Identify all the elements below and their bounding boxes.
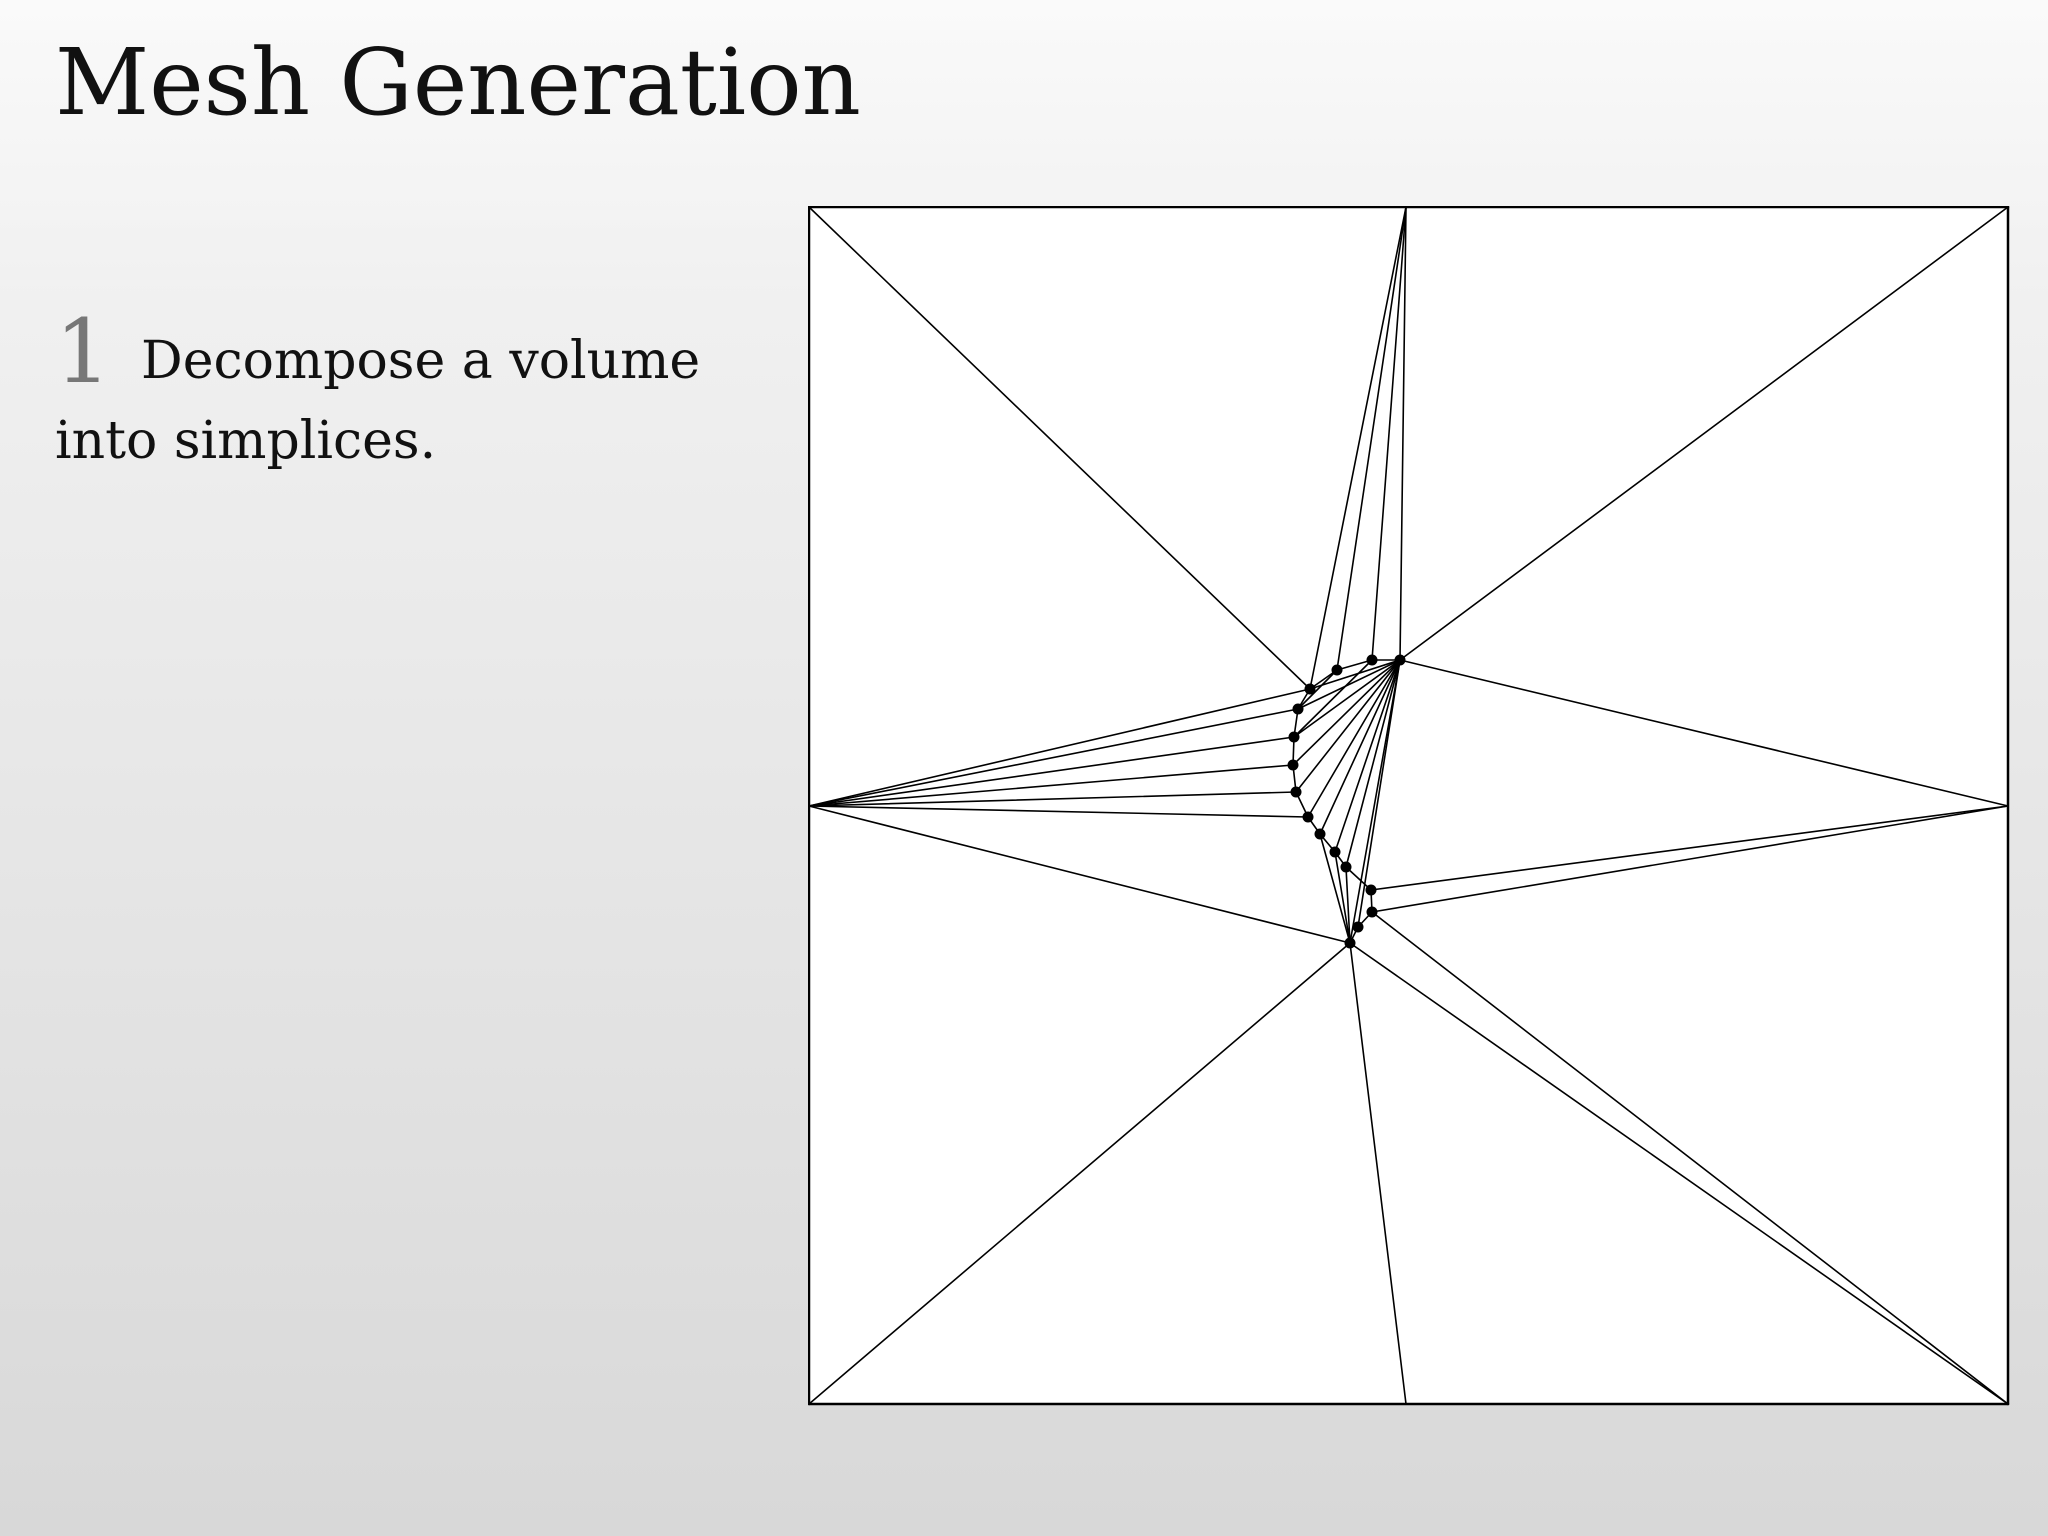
mesh-edge bbox=[1370, 805, 2009, 891]
mesh-edge bbox=[1293, 659, 1373, 738]
step-number: 1 bbox=[55, 300, 111, 403]
mesh-edge bbox=[1292, 659, 1401, 766]
mesh-edge bbox=[1345, 866, 1372, 891]
mesh-vertex bbox=[1302, 811, 1314, 823]
mesh-edge bbox=[1334, 659, 1401, 853]
mesh-edge bbox=[1319, 833, 1351, 944]
slide-title: Mesh Generation bbox=[55, 29, 861, 136]
mesh-edge bbox=[808, 805, 1309, 818]
mesh-edge bbox=[1399, 206, 2009, 661]
mesh-vertex bbox=[1394, 654, 1406, 666]
mesh-edge bbox=[808, 206, 1311, 690]
mesh-edge bbox=[1297, 659, 1401, 710]
mesh-edge bbox=[1399, 659, 2009, 807]
mesh-vertex bbox=[1288, 731, 1300, 743]
mesh-edge bbox=[808, 805, 1351, 944]
mesh-edge bbox=[1349, 942, 2009, 1405]
mesh-vertex bbox=[1287, 759, 1299, 771]
mesh-edge bbox=[808, 736, 1295, 807]
mesh-edge bbox=[808, 708, 1299, 807]
mesh-edge bbox=[1357, 659, 1401, 928]
mesh-edge bbox=[1309, 669, 1338, 690]
mesh-edge bbox=[1336, 659, 1373, 671]
mesh-edge bbox=[1371, 911, 2009, 1405]
mesh-edge bbox=[1309, 659, 1401, 690]
mesh-vertex bbox=[1314, 828, 1326, 840]
mesh-edge bbox=[1307, 659, 1401, 818]
step-text: Decompose a volume into simplices. bbox=[55, 331, 701, 471]
mesh-edge bbox=[1371, 805, 2009, 913]
mesh-edge bbox=[1319, 659, 1401, 835]
mesh-edge bbox=[1309, 206, 1407, 690]
mesh-vertex bbox=[1331, 664, 1343, 676]
mesh-edge bbox=[1349, 942, 1407, 1405]
mesh-edge bbox=[1371, 206, 1407, 661]
mesh-figure bbox=[808, 206, 2010, 1408]
mesh-edge bbox=[1297, 669, 1338, 710]
mesh-edge bbox=[1293, 659, 1401, 738]
mesh-background bbox=[809, 207, 2008, 1404]
mesh-vertex bbox=[1366, 654, 1378, 666]
mesh-edge bbox=[1295, 659, 1401, 793]
mesh-edge bbox=[808, 764, 1294, 807]
mesh-edge bbox=[1334, 851, 1351, 944]
mesh-edge bbox=[1345, 659, 1401, 868]
mesh-edge bbox=[1399, 206, 1407, 661]
mesh-vertex bbox=[1366, 906, 1378, 918]
mesh-vertex bbox=[1329, 846, 1341, 858]
mesh-vertex bbox=[1340, 861, 1352, 873]
mesh-vertex bbox=[1304, 683, 1316, 695]
mesh-diagram bbox=[808, 206, 2010, 1406]
mesh-edge bbox=[1349, 659, 1401, 944]
mesh-vertex bbox=[1365, 884, 1377, 896]
mesh-vertex bbox=[1290, 786, 1302, 798]
mesh-edge bbox=[808, 688, 1311, 807]
mesh-edge bbox=[808, 942, 1351, 1405]
mesh-edge bbox=[1345, 866, 1351, 944]
mesh-vertex bbox=[1344, 937, 1356, 949]
mesh-edge bbox=[1336, 206, 1407, 671]
mesh-vertex bbox=[1292, 703, 1304, 715]
mesh-vertex bbox=[1352, 921, 1364, 933]
mesh-edge bbox=[808, 791, 1297, 807]
